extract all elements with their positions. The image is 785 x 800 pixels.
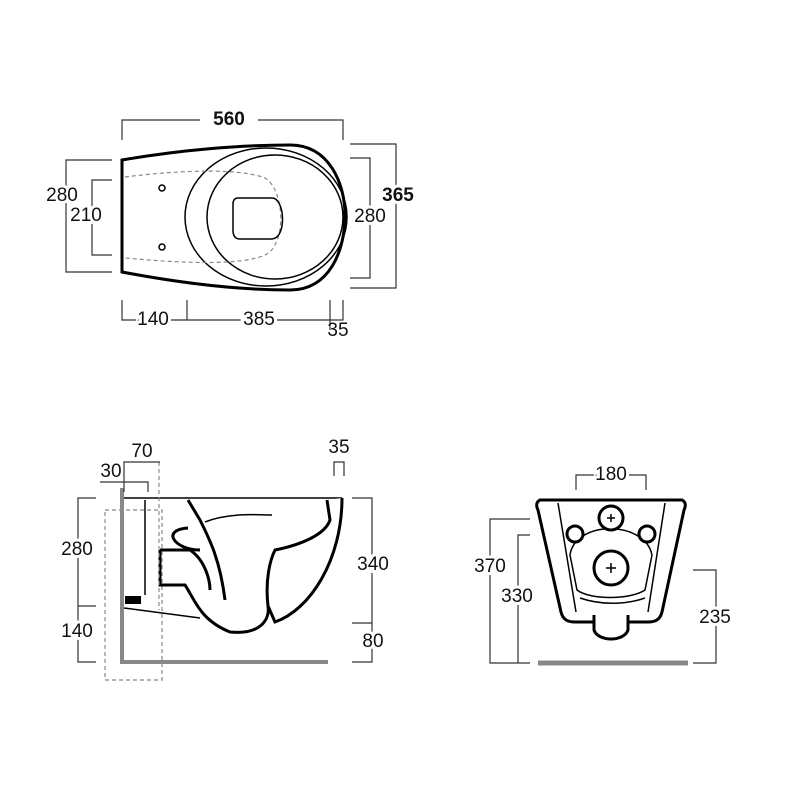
dim-line-235 bbox=[693, 569, 717, 664]
bowl-front-wall bbox=[265, 497, 344, 624]
fixing-point-left bbox=[565, 524, 585, 544]
dim-label-370: 370 bbox=[474, 556, 506, 577]
dim-line-560 bbox=[121, 119, 344, 140]
dim-label-180: 180 bbox=[595, 464, 627, 485]
dim-label-560: 560 bbox=[213, 109, 245, 130]
dim-label-35: 35 bbox=[327, 320, 348, 341]
bracket bbox=[125, 596, 141, 604]
dim-label-280-right: 280 bbox=[354, 206, 386, 227]
dim-label-365: 365 bbox=[382, 185, 414, 206]
back-plate-base bbox=[579, 597, 646, 604]
hidden-contour bbox=[124, 170, 282, 264]
back-plate bbox=[569, 528, 653, 599]
dim-line-280-left bbox=[65, 159, 112, 273]
dim-label-30: 30 bbox=[100, 461, 121, 482]
dim-label-140-side: 140 bbox=[61, 621, 93, 642]
front-view: 180 370 330 235 bbox=[471, 461, 734, 666]
dim-line-35 bbox=[333, 461, 345, 476]
seat-outer bbox=[184, 147, 348, 287]
dim-label-330: 330 bbox=[501, 586, 533, 607]
dim-line-70 bbox=[123, 461, 160, 492]
inner-sides bbox=[557, 502, 666, 613]
top-view: 560 280 210 280 365 140 385 35 bbox=[43, 109, 417, 341]
trap-bottom bbox=[592, 615, 630, 641]
center-marks bbox=[606, 514, 616, 573]
dim-line-right-side bbox=[352, 497, 373, 663]
fixing-hole bbox=[158, 184, 166, 192]
dim-line-180 bbox=[575, 474, 647, 490]
dim-line-370 bbox=[489, 518, 530, 664]
dim-line-left-side bbox=[77, 497, 96, 663]
dim-line-365 bbox=[350, 143, 397, 289]
dim-label-80: 80 bbox=[362, 631, 383, 652]
dim-label-35-side: 35 bbox=[328, 437, 349, 458]
dim-line-210 bbox=[91, 179, 112, 256]
dim-line-bottom bbox=[121, 300, 344, 330]
dim-line-30 bbox=[100, 481, 149, 492]
flush-rim bbox=[204, 513, 273, 523]
side-view: 70 30 35 280 140 340 80 bbox=[58, 437, 392, 681]
dim-label-385: 385 bbox=[243, 309, 275, 330]
trap-section bbox=[158, 499, 270, 634]
outlet-opening bbox=[232, 197, 284, 240]
mounting-frame-outline bbox=[104, 509, 163, 681]
dim-label-140: 140 bbox=[137, 309, 169, 330]
wall-and-floor bbox=[120, 488, 328, 664]
dim-line-280-right bbox=[350, 157, 371, 279]
fixing-point-right bbox=[637, 524, 657, 544]
dim-label-340: 340 bbox=[357, 554, 389, 575]
bowl-underside bbox=[123, 607, 201, 619]
dim-label-210: 210 bbox=[70, 205, 102, 226]
dim-line-330 bbox=[517, 534, 530, 663]
seat-inner bbox=[206, 154, 344, 280]
dim-label-235: 235 bbox=[699, 607, 731, 628]
dim-label-280-side: 280 bbox=[61, 539, 93, 560]
fixing-hole bbox=[158, 243, 166, 251]
dim-label-70: 70 bbox=[131, 441, 152, 462]
dim-label-280-left: 280 bbox=[46, 185, 78, 206]
